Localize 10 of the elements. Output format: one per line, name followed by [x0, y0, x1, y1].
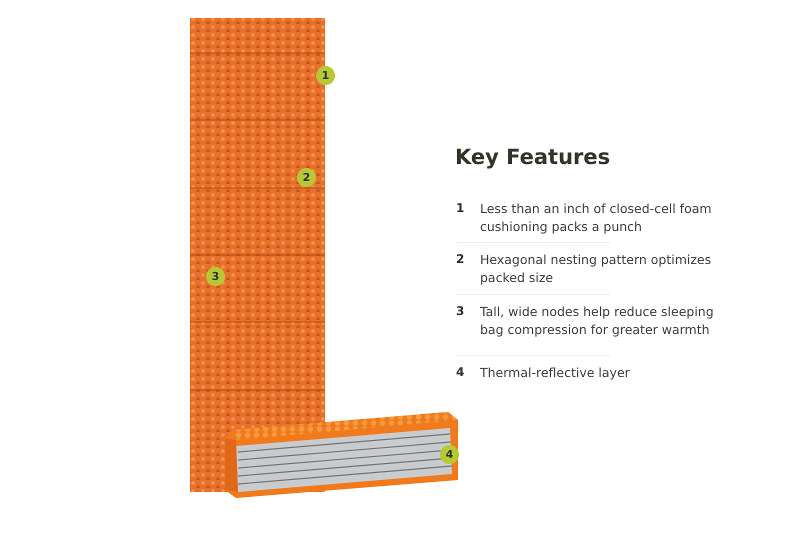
list-number: 1 — [456, 201, 464, 215]
feature-text: Hexagonal nesting pattern optimizes packed size — [480, 251, 712, 287]
list-number: 2 — [456, 252, 464, 266]
callout-number: 1 — [316, 66, 335, 85]
feature-text: Tall, wide nodes help reduce sleeping bag compression for greater warmth — [480, 303, 715, 339]
list-number: 4 — [456, 365, 464, 379]
feature-text: Less than an inch of closed-cell foam cushioning packs a punch — [480, 200, 713, 236]
feature-text: Thermal-reflective layer — [480, 364, 631, 382]
list-number: 3 — [456, 304, 464, 318]
heading: Key Features — [455, 145, 610, 169]
